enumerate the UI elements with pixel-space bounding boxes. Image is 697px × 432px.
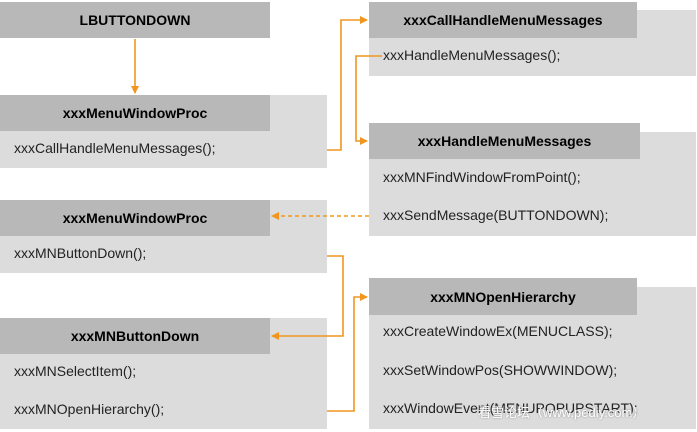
mn-open-hierarchy-row-3: xxxWindowEvent(MENUPOPUPSTART); <box>383 400 638 416</box>
mn-open-hierarchy-header: xxxMNOpenHierarchy <box>369 278 637 315</box>
mn-button-down-header: xxxMNButtonDown <box>0 318 270 354</box>
menu-window-proc-2-strip <box>270 200 327 236</box>
handle-menu-messages-strip <box>640 132 696 159</box>
mn-button-down-row-1: xxxMNSelectItem(); <box>14 363 137 379</box>
mn-button-down-row-2: xxxMNOpenHierarchy(); <box>14 401 165 417</box>
arrow-to-callhandlemenumessages <box>327 16 368 151</box>
mn-open-hierarchy-row-1: xxxCreateWindowEx(MENUCLASS); <box>383 323 613 339</box>
handle-menu-messages-header: xxxHandleMenuMessages <box>369 123 640 159</box>
menu-window-proc-1-body <box>0 131 327 168</box>
handle-menu-messages-row-1: xxxMNFindWindowFromPoint(); <box>383 169 581 185</box>
handle-menu-messages-row-2: xxxSendMessage(BUTTONDOWN); <box>383 207 609 223</box>
mn-open-hierarchy-row-2: xxxSetWindowPos(SHOWWINDOW); <box>383 362 618 378</box>
call-handle-menu-messages-row-1: xxxHandleMenuMessages(); <box>383 47 561 63</box>
arrow-to-mnopenhierarchy <box>327 293 368 412</box>
lbuttondown-header: LBUTTONDOWN <box>0 2 270 38</box>
call-handle-menu-messages-body <box>369 38 696 76</box>
menu-window-proc-1-strip <box>270 95 327 131</box>
mn-open-hierarchy-body <box>369 315 696 429</box>
watermark: 看雪论坛（www.pediy.com） <box>478 405 646 420</box>
menu-window-proc-1-header: xxxMenuWindowProc <box>0 95 270 131</box>
arrow-to-handlemenumessages <box>355 55 382 145</box>
menu-window-proc-1-row-1: xxxCallHandleMenuMessages(); <box>14 140 216 156</box>
call-handle-menu-messages-strip <box>637 10 696 38</box>
menu-window-proc-2-body <box>0 236 327 273</box>
mn-open-hierarchy-strip <box>637 287 696 315</box>
arrow-to-mnbuttondown <box>271 255 344 340</box>
handle-menu-messages-body <box>369 159 696 236</box>
mn-button-down-body <box>0 354 327 429</box>
menu-window-proc-2-row-1: xxxMNButtonDown(); <box>14 245 147 261</box>
call-handle-menu-messages-header: xxxCallHandleMenuMessages <box>369 2 637 38</box>
menu-window-proc-2-header: xxxMenuWindowProc <box>0 200 270 236</box>
